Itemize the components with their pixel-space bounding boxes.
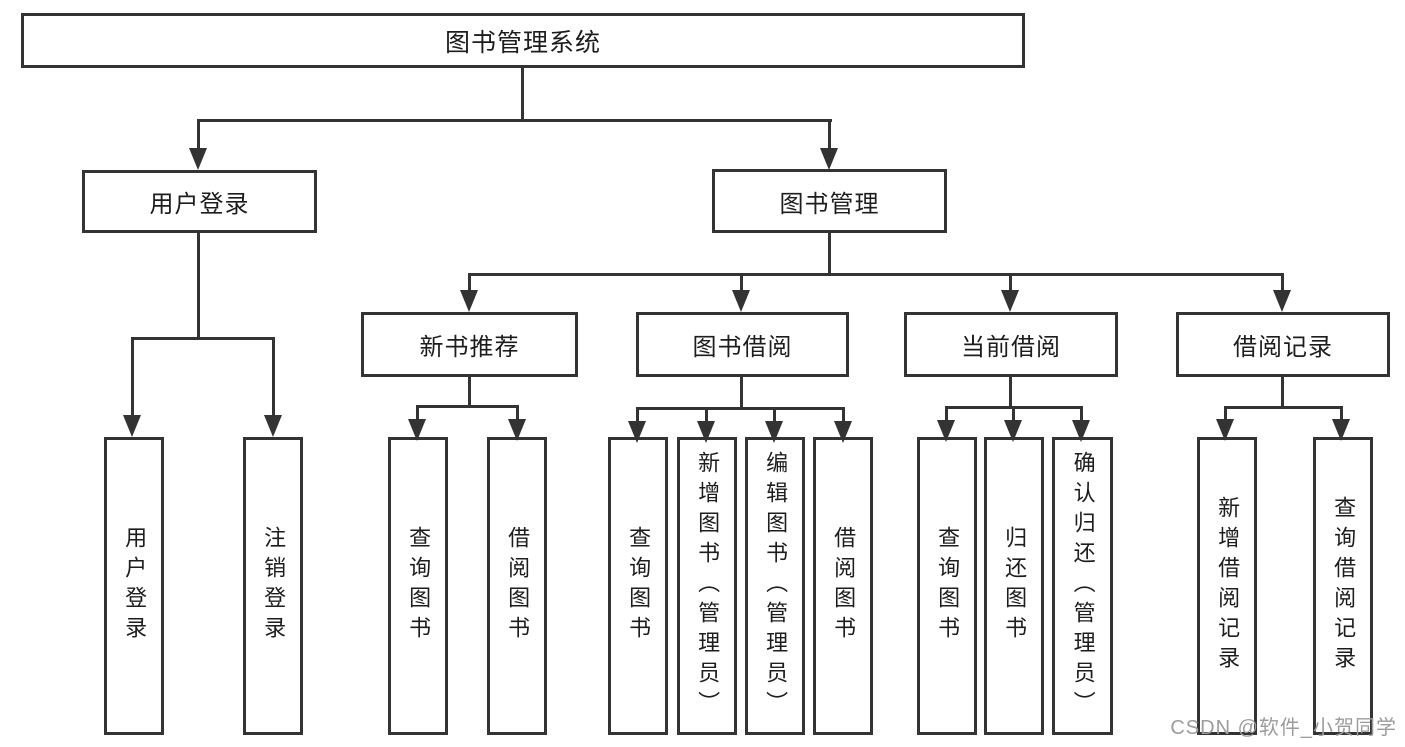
connector-shaft [1080,406,1083,421]
leaf-cb-return-books: 归还图书 [984,437,1044,735]
connector-shaft [197,119,200,150]
arrowhead-to-bb-borrow [834,421,852,443]
arrowhead-to-br-query [1332,419,1350,441]
leaf-logout-label: 注销登录 [261,526,287,646]
leaf-bb-edit-books-admin: 编辑图书（管理员） [745,437,805,735]
node-book-mgmt-label: 图书管理 [779,190,880,218]
arrowhead-to-br-add [1216,419,1234,441]
connector-current-stem [1009,377,1012,409]
leaf-rec-query-books-label: 查询图书 [406,526,432,646]
leaf-rec-query-books: 查询图书 [388,437,448,735]
connector-shaft [1009,273,1012,292]
node-current-borrow: 当前借阅 [904,312,1118,377]
connector-root-stem [521,68,524,119]
connector-book-borrow-stem [740,377,743,410]
leaf-bb-borrow-books: 借阅图书 [813,437,873,735]
connector-shaft [1012,406,1015,421]
arrowhead-to-borrow-records [1273,290,1291,312]
connector-new-book-rail [416,405,519,408]
leaf-user-login: 用户登录 [104,437,164,735]
csdn-watermark: CSDN @软件_小贺同学 [1170,717,1397,739]
arrowhead-to-rec-borrow [508,419,526,441]
leaf-rec-borrow-books-label: 借阅图书 [505,526,531,646]
arrowhead-to-book-borrow [732,290,750,312]
connector-shaft [773,407,776,422]
leaf-bb-borrow-books-label: 借阅图书 [831,526,857,646]
connector-shaft [131,337,134,417]
arrowhead-to-leaf-logout [264,415,282,437]
leaf-br-query-record-label: 查询借阅记录 [1331,496,1357,676]
connector-shaft [1281,273,1284,292]
connector-records-rail [1224,406,1343,409]
leaf-cb-query-books-label: 查询图书 [935,526,961,646]
connector-shaft [828,119,831,150]
arrowhead-to-rec-query [408,419,426,441]
node-user-login-label: 用户登录 [149,191,250,218]
connector-shaft [516,405,519,420]
connector-level3-rail [468,273,1284,276]
arrowhead-to-cb-confirm [1072,420,1090,442]
leaf-rec-borrow-books: 借阅图书 [487,437,547,735]
leaf-cb-return-books-label: 归还图书 [1002,526,1028,646]
connector-shaft [636,407,639,422]
leaf-bb-add-books-admin: 新增图书（管理员） [677,437,737,735]
arrowhead-to-book-mgmt [820,148,838,170]
connector-shaft [842,407,845,422]
node-user-login: 用户登录 [82,170,317,233]
node-borrow-records-label: 借阅记录 [1233,334,1333,361]
node-book-mgmt: 图书管理 [712,169,947,233]
arrowhead-to-new-book-rec [460,290,478,312]
connector-shaft [705,407,708,422]
leaf-bb-query-books-label: 查询图书 [626,526,652,646]
leaf-cb-confirm-return-admin: 确认归还（管理员） [1052,437,1113,735]
connector-shaft [272,337,275,417]
arrowhead-to-bb-edit [765,421,783,443]
leaf-br-query-record: 查询借阅记录 [1313,437,1373,735]
connector-shaft [740,273,743,292]
node-borrow-records: 借阅记录 [1176,312,1390,377]
leaf-bb-add-books-admin-label: 新增图书（管理员） [695,451,721,721]
leaf-cb-query-books: 查询图书 [917,437,977,735]
node-book-borrow: 图书借阅 [636,312,849,377]
node-root-label: 图书管理系统 [444,28,601,57]
arrowhead-to-bb-query [628,421,646,443]
arrowhead-to-leaf-user-login [123,415,141,437]
connector-book-mgmt-stem [828,233,831,275]
leaf-br-add-record-label: 新增借阅记录 [1215,496,1241,676]
leaf-logout: 注销登录 [243,437,303,735]
connector-shaft [1224,406,1227,420]
node-new-book-rec-label: 新书推荐 [419,334,520,361]
connector-user-login-rail [131,337,275,340]
leaf-bb-edit-books-admin-label: 编辑图书（管理员） [763,451,789,721]
arrowhead-to-bb-add [697,421,715,443]
node-current-borrow-label: 当前借阅 [961,334,1061,361]
connector-root-rail [197,119,832,122]
connector-shaft [468,273,471,292]
connector-shaft [945,406,948,421]
leaf-bb-query-books: 查询图书 [608,437,668,735]
leaf-cb-confirm-return-admin-label: 确认归还（管理员） [1070,451,1096,721]
connector-shaft [1340,406,1343,420]
arrowhead-to-cb-return [1004,420,1022,442]
connector-new-book-stem [468,377,471,408]
arrowhead-to-cb-query [937,420,955,442]
connector-records-stem [1281,377,1284,409]
node-root: 图书管理系统 [21,13,1025,68]
arrowhead-to-user-login [189,148,207,170]
node-book-borrow-label: 图书借阅 [692,334,793,361]
arrowhead-to-current-borrow [1001,290,1019,312]
leaf-br-add-record: 新增借阅记录 [1197,437,1257,735]
connector-shaft [416,405,419,420]
connector-user-login-stem [197,233,200,340]
leaf-user-login-label: 用户登录 [122,526,148,646]
connector-book-borrow-rail [636,407,845,410]
node-new-book-rec: 新书推荐 [361,312,578,377]
